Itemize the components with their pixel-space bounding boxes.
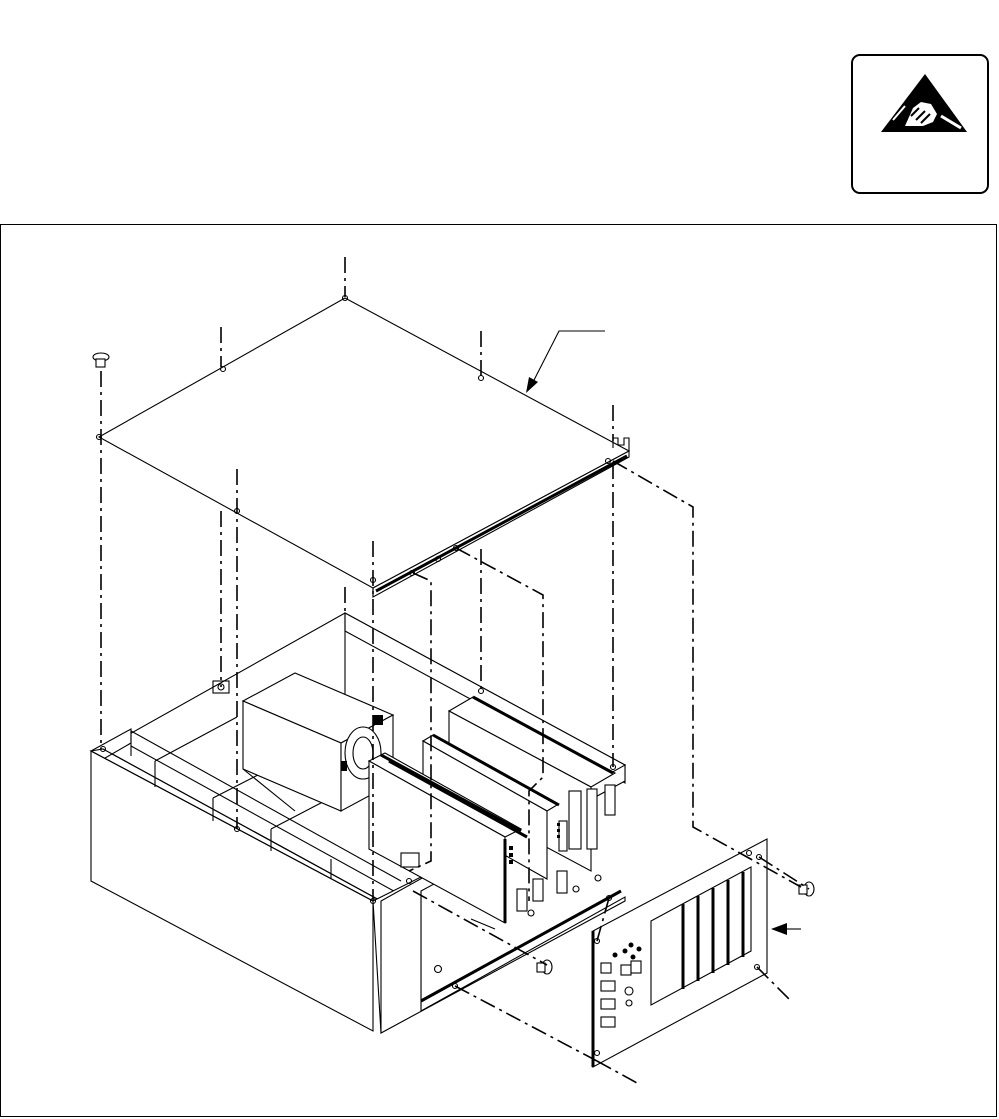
esd-hand-warning-icon [853, 56, 991, 196]
esd-warning-badge [851, 54, 989, 194]
panel-leader-arrow [771, 923, 801, 935]
exploded-assembly-figure [0, 224, 997, 1117]
cover-leader-arrow [526, 331, 605, 393]
rear-panel [593, 839, 767, 1067]
top-cover [97, 296, 630, 598]
assembly-drawing [1, 225, 998, 1118]
